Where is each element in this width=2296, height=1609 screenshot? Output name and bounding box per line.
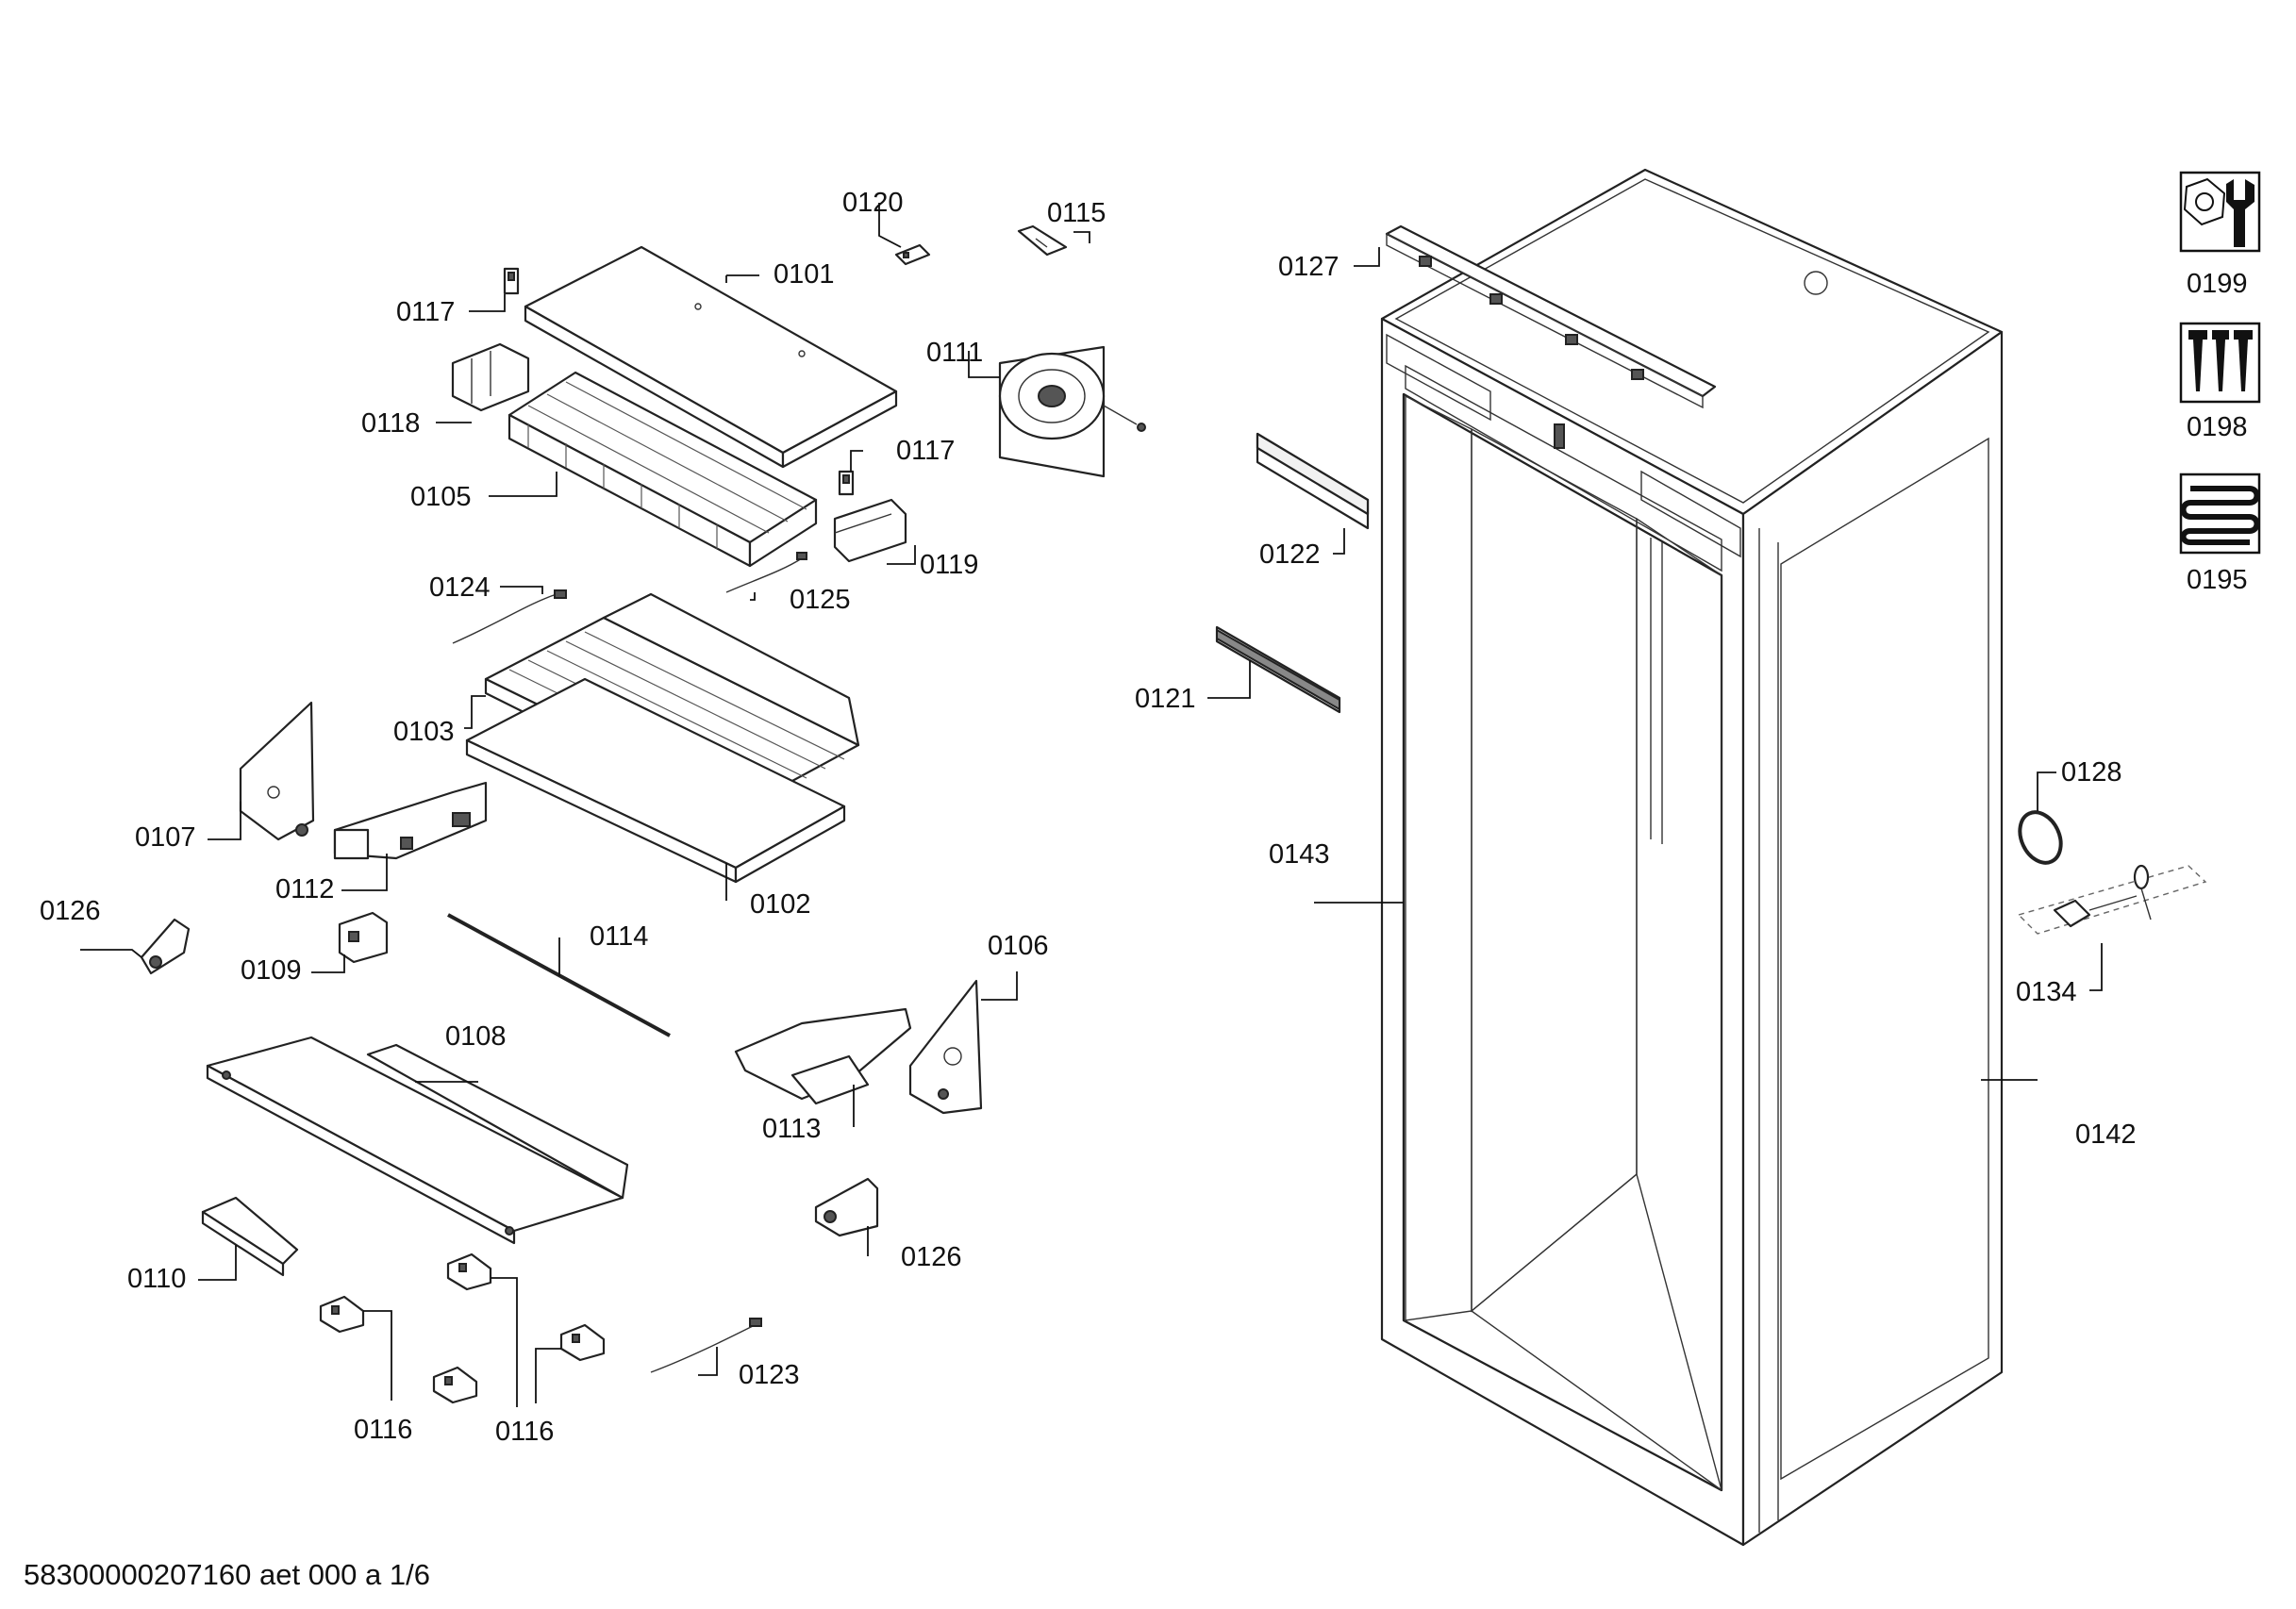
ring-0128[interactable] — [2012, 805, 2069, 870]
label-0106: 0106 — [988, 931, 1049, 961]
label-0113: 0113 — [762, 1114, 821, 1144]
evaporator-0105[interactable] — [507, 371, 818, 568]
part-0109[interactable] — [338, 911, 389, 964]
coil-icon — [2179, 473, 2261, 555]
label-0126-right: 0126 — [901, 1242, 962, 1272]
part-labels: 0101 0102 0103 0105 0106 0107 0108 0109 … — [40, 188, 2248, 1447]
label-0120: 0120 — [842, 188, 904, 218]
label-0117-mid: 0117 — [896, 436, 955, 466]
label-0142: 0142 — [2075, 1120, 2137, 1150]
hinge-0126-a[interactable] — [140, 918, 191, 975]
screws-icon — [2179, 322, 2261, 404]
cover-0101[interactable] — [524, 245, 898, 469]
label-0119: 0119 — [920, 550, 978, 580]
label-0103: 0103 — [393, 717, 455, 747]
label-0128: 0128 — [2061, 757, 2122, 788]
clip-0117-a[interactable] — [503, 267, 520, 295]
clip-0116-b[interactable] — [432, 1366, 478, 1404]
label-0198: 0198 — [2187, 412, 2248, 442]
holder-0118[interactable] — [451, 342, 530, 412]
label-0125: 0125 — [790, 585, 851, 615]
bracket-0112[interactable] — [333, 781, 488, 860]
wire-0123[interactable] — [650, 1318, 762, 1373]
bracket-0113[interactable] — [734, 1007, 912, 1105]
label-0110: 0110 — [127, 1264, 186, 1294]
label-0121: 0121 — [1135, 684, 1196, 714]
clip-0116-d[interactable] — [559, 1323, 606, 1362]
label-0143: 0143 — [1269, 839, 1330, 870]
label-0122: 0122 — [1259, 539, 1321, 570]
lamp-0134[interactable] — [2017, 864, 2207, 935]
panel-0122[interactable] — [1256, 432, 1370, 530]
wire-0124[interactable] — [452, 589, 567, 644]
label-0108: 0108 — [445, 1021, 507, 1052]
top-bracket-0127[interactable] — [1385, 224, 1717, 409]
piece-0115[interactable] — [1017, 224, 1068, 257]
cabinet-housing[interactable] — [1380, 168, 2004, 1547]
label-0115: 0115 — [1047, 198, 1106, 228]
label-0109: 0109 — [241, 955, 302, 986]
label-0195: 0195 — [2187, 565, 2248, 595]
label-0114: 0114 — [590, 921, 648, 952]
label-0112: 0112 — [275, 874, 334, 904]
clip-0116-c[interactable] — [446, 1252, 492, 1291]
bracket-0106[interactable] — [908, 979, 983, 1115]
drawing-reference: 58300000207160 aet 000 a 1/6 — [24, 1558, 430, 1591]
label-0116-left: 0116 — [354, 1415, 412, 1445]
box-0110[interactable] — [201, 1196, 299, 1277]
label-0101: 0101 — [774, 259, 835, 290]
bracket-0107[interactable] — [239, 701, 315, 841]
label-0118: 0118 — [361, 408, 420, 439]
label-0105: 0105 — [410, 482, 472, 512]
strip-0121[interactable] — [1215, 625, 1341, 714]
label-0117-top: 0117 — [396, 297, 455, 327]
label-0111: 0111 — [926, 338, 983, 368]
clip-0120[interactable] — [894, 243, 931, 266]
fan-0111[interactable] — [998, 345, 1146, 478]
hinge-0126-b[interactable] — [814, 1177, 879, 1237]
label-0199: 0199 — [2187, 269, 2248, 299]
clip-0117-b[interactable] — [838, 470, 855, 496]
label-0116-right: 0116 — [495, 1417, 554, 1447]
clip-0116-a[interactable] — [319, 1295, 365, 1334]
nut-wrench-icon — [2179, 171, 2261, 253]
box-0119[interactable] — [833, 498, 907, 563]
plate-0108[interactable] — [206, 1036, 629, 1245]
label-0107: 0107 — [135, 822, 196, 853]
leader-lines — [80, 203, 2103, 1407]
base-tray-0102[interactable] — [465, 677, 846, 884]
label-0124: 0124 — [429, 572, 491, 603]
label-0127: 0127 — [1278, 252, 1339, 282]
label-0134: 0134 — [2016, 977, 2077, 1007]
wire-0125[interactable] — [725, 552, 807, 593]
label-0123: 0123 — [739, 1360, 800, 1390]
label-0102: 0102 — [750, 889, 811, 920]
label-0126-left: 0126 — [40, 896, 101, 926]
